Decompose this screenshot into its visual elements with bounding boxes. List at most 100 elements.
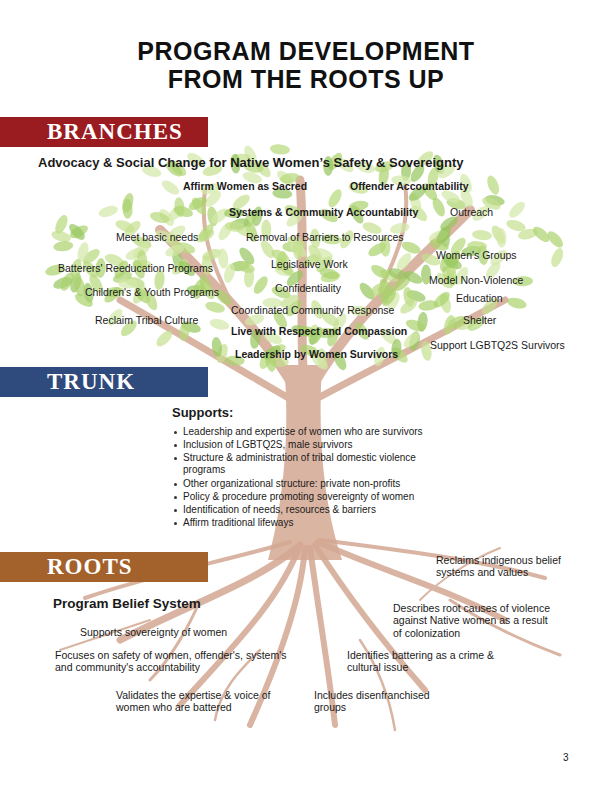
leaf: [549, 246, 566, 268]
leaf: [505, 218, 527, 233]
leaf: [545, 229, 566, 251]
label-text: Outreach: [450, 206, 493, 218]
leaf: [224, 221, 245, 233]
label-text: Supports:: [172, 405, 233, 420]
leaf: [66, 221, 87, 242]
text-label: Reclaim Tribal Culture: [95, 314, 198, 326]
label-text: Support LGBTQ2S Survivors: [430, 339, 565, 351]
section-banner: ROOTS: [0, 552, 208, 582]
leaf: [187, 194, 209, 212]
label-text: Removal of Barriers to Resources: [246, 231, 404, 243]
label-text: Offender Accountability: [350, 180, 469, 192]
text-label: Describes root causes of violence agains…: [393, 602, 553, 639]
label-text: Batterers' Reeducation Programs: [58, 262, 213, 274]
bullet-dot: [174, 509, 177, 512]
text-label: Offender Accountability: [350, 180, 469, 192]
text-label: Includes disenfranchised groups: [314, 689, 454, 714]
leaf: [217, 248, 229, 269]
banner-label: ROOTS: [47, 554, 133, 580]
leaf: [154, 328, 175, 349]
label-text: Shelter: [463, 314, 496, 326]
text-label: Support LGBTQ2S Survivors: [430, 339, 565, 351]
leaf: [53, 240, 74, 252]
text-label: Coordinated Community Response: [231, 304, 394, 316]
text-label: Focuses on safety of women, offender's, …: [55, 649, 295, 674]
leaf: [120, 192, 135, 214]
label-text: Women's Groups: [436, 249, 517, 261]
text-label: Removal of Barriers to Resources: [246, 231, 404, 243]
label-text: Structure & administration of tribal dom…: [183, 452, 416, 475]
banner-label: TRUNK: [47, 369, 135, 395]
text-label: 3: [563, 752, 569, 764]
leaf: [506, 296, 528, 311]
label-text: Includes disenfranchised groups: [314, 689, 430, 713]
text-label: Education: [456, 292, 503, 304]
label-text: Identifies battering as a crime & cultur…: [347, 649, 494, 673]
leaf: [496, 227, 507, 248]
leaf: [251, 274, 270, 296]
text-label: Women's Groups: [436, 249, 517, 261]
label-text: Meet basic needs: [116, 231, 198, 243]
text-label: Supports sovereignty of women: [80, 626, 227, 638]
text-label: Shelter: [463, 314, 496, 326]
page-title: PROGRAM DEVELOPMENT FROM THE ROOTS UP: [106, 38, 506, 93]
text-label: Model Non-Violence: [429, 274, 523, 286]
text-label: Supports:: [172, 405, 233, 420]
section-banner: TRUNK: [0, 367, 208, 397]
banner-label: BRANCHES: [47, 119, 183, 145]
bullet-dot: [174, 457, 177, 460]
label-text: Supports sovereignty of women: [80, 626, 227, 638]
label-text: Systems & Community Accountability: [229, 206, 418, 218]
bullet-dot: [174, 431, 177, 434]
leaf: [196, 222, 216, 244]
bullet-item: Structure & administration of tribal dom…: [183, 452, 453, 476]
leaf: [159, 178, 181, 198]
label-text: Leadership by Women Survivors: [235, 348, 398, 360]
label-text: Affirm Women as Sacred: [183, 180, 307, 192]
bullet-dot: [174, 522, 177, 525]
leaf: [442, 314, 457, 336]
label-text: Program Belief System: [53, 596, 201, 611]
text-label: Reclaims indigenous belief systems and v…: [436, 554, 586, 579]
label-text: Focuses on safety of women, offender's, …: [55, 649, 286, 673]
leaf: [234, 259, 256, 275]
label-text: Identification of needs, resources & bar…: [183, 504, 376, 515]
text-label: Confidentiality: [275, 282, 341, 294]
label-text: Live with Respect and Compassion: [231, 325, 407, 337]
label-text: Advocacy & Social Change for Native Wome…: [38, 155, 464, 170]
label-text: Coordinated Community Response: [231, 304, 394, 316]
label-text: Legislative Work: [271, 258, 348, 270]
label-text: Reclaims indigenous belief systems and v…: [436, 554, 561, 578]
bullet-item: Identification of needs, resources & bar…: [183, 504, 376, 516]
text-label: Legislative Work: [271, 258, 348, 270]
label-text: Describes root causes of violence agains…: [393, 602, 550, 639]
leaf: [149, 210, 171, 225]
label-text: Affirm traditional lifeways: [183, 517, 293, 528]
text-label: Batterers' Reeducation Programs: [58, 262, 213, 274]
label-text: Policy & procedure promoting sovereignty…: [183, 491, 414, 502]
leaf: [369, 262, 391, 281]
leaf: [404, 318, 426, 334]
label-text: Children's & Youth Programs: [85, 286, 219, 298]
leaf: [485, 174, 502, 196]
label-text: Other organizational structure: private …: [183, 478, 400, 489]
leaf: [506, 199, 527, 220]
text-label: Identifies battering as a crime & cultur…: [347, 649, 517, 674]
bullet-dot: [174, 496, 177, 499]
leaf: [398, 296, 420, 316]
leaf: [173, 197, 185, 218]
label-text: Reclaim Tribal Culture: [95, 314, 198, 326]
label-text: Leadership and expertise of women who ar…: [183, 426, 423, 437]
leaf: [367, 279, 389, 299]
leaf: [269, 143, 290, 155]
bullet-item: Inclusion of LGBTQ2S, male survivors: [183, 439, 353, 451]
text-label: Children's & Youth Programs: [85, 286, 219, 298]
bullet-item: Leadership and expertise of women who ar…: [183, 426, 423, 438]
bullet-dot: [174, 444, 177, 447]
text-label: Program Belief System: [53, 596, 201, 612]
label-text: Confidentiality: [275, 282, 341, 294]
label-text: 3: [563, 752, 569, 763]
text-label: Validates the expertise & voice of women…: [116, 689, 301, 714]
leaf: [430, 196, 447, 218]
